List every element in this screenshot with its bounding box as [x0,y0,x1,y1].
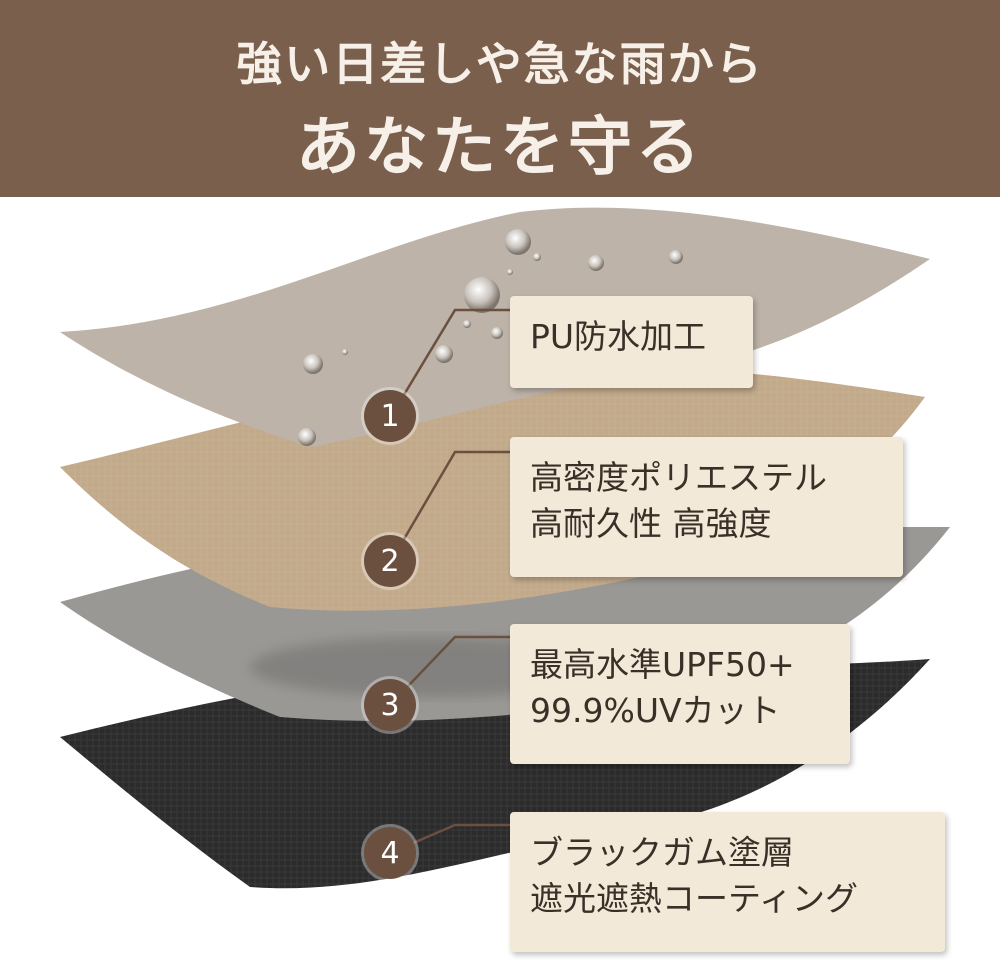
headline-line-2: あなたを守る [296,111,704,185]
layer-4-label: ブラックガム塗層 遮光遮熱コーティング [510,812,945,952]
layer-4-label-line-1: ブラックガム塗層 [530,833,794,872]
layer-1-fabric [60,207,930,447]
layer-3-label: 最高水準UPF50+ 99.9%UVカット [510,624,850,764]
layer-1-number-badge: 1 [364,390,416,442]
layer-3-number-badge: 3 [364,679,416,731]
header-banner: 強い日差しや急な雨から あなたを守る [0,0,1000,197]
layer-3-label-line-2: 99.9%UVカット [530,691,781,730]
headline-line-1: 強い日差しや急な雨から [236,37,764,91]
layer-4-label-line-2: 遮光遮熱コーティング [530,879,859,918]
layer-4-number-badge: 4 [364,827,416,879]
layer-2-label-line-1: 高密度ポリエステル [530,458,827,497]
layer-2-label-line-2: 高耐久性 高強度 [530,504,772,543]
water-droplets [298,229,683,446]
layer-2-number-badge: 2 [364,535,416,587]
layer-1-label: PU防水加工 [510,296,753,388]
layer-1-label-line-1: PU防水加工 [530,317,707,356]
layer-3-label-line-1: 最高水準UPF50+ [530,645,795,684]
layer-2-label: 高密度ポリエステル 高耐久性 高強度 [510,437,903,577]
